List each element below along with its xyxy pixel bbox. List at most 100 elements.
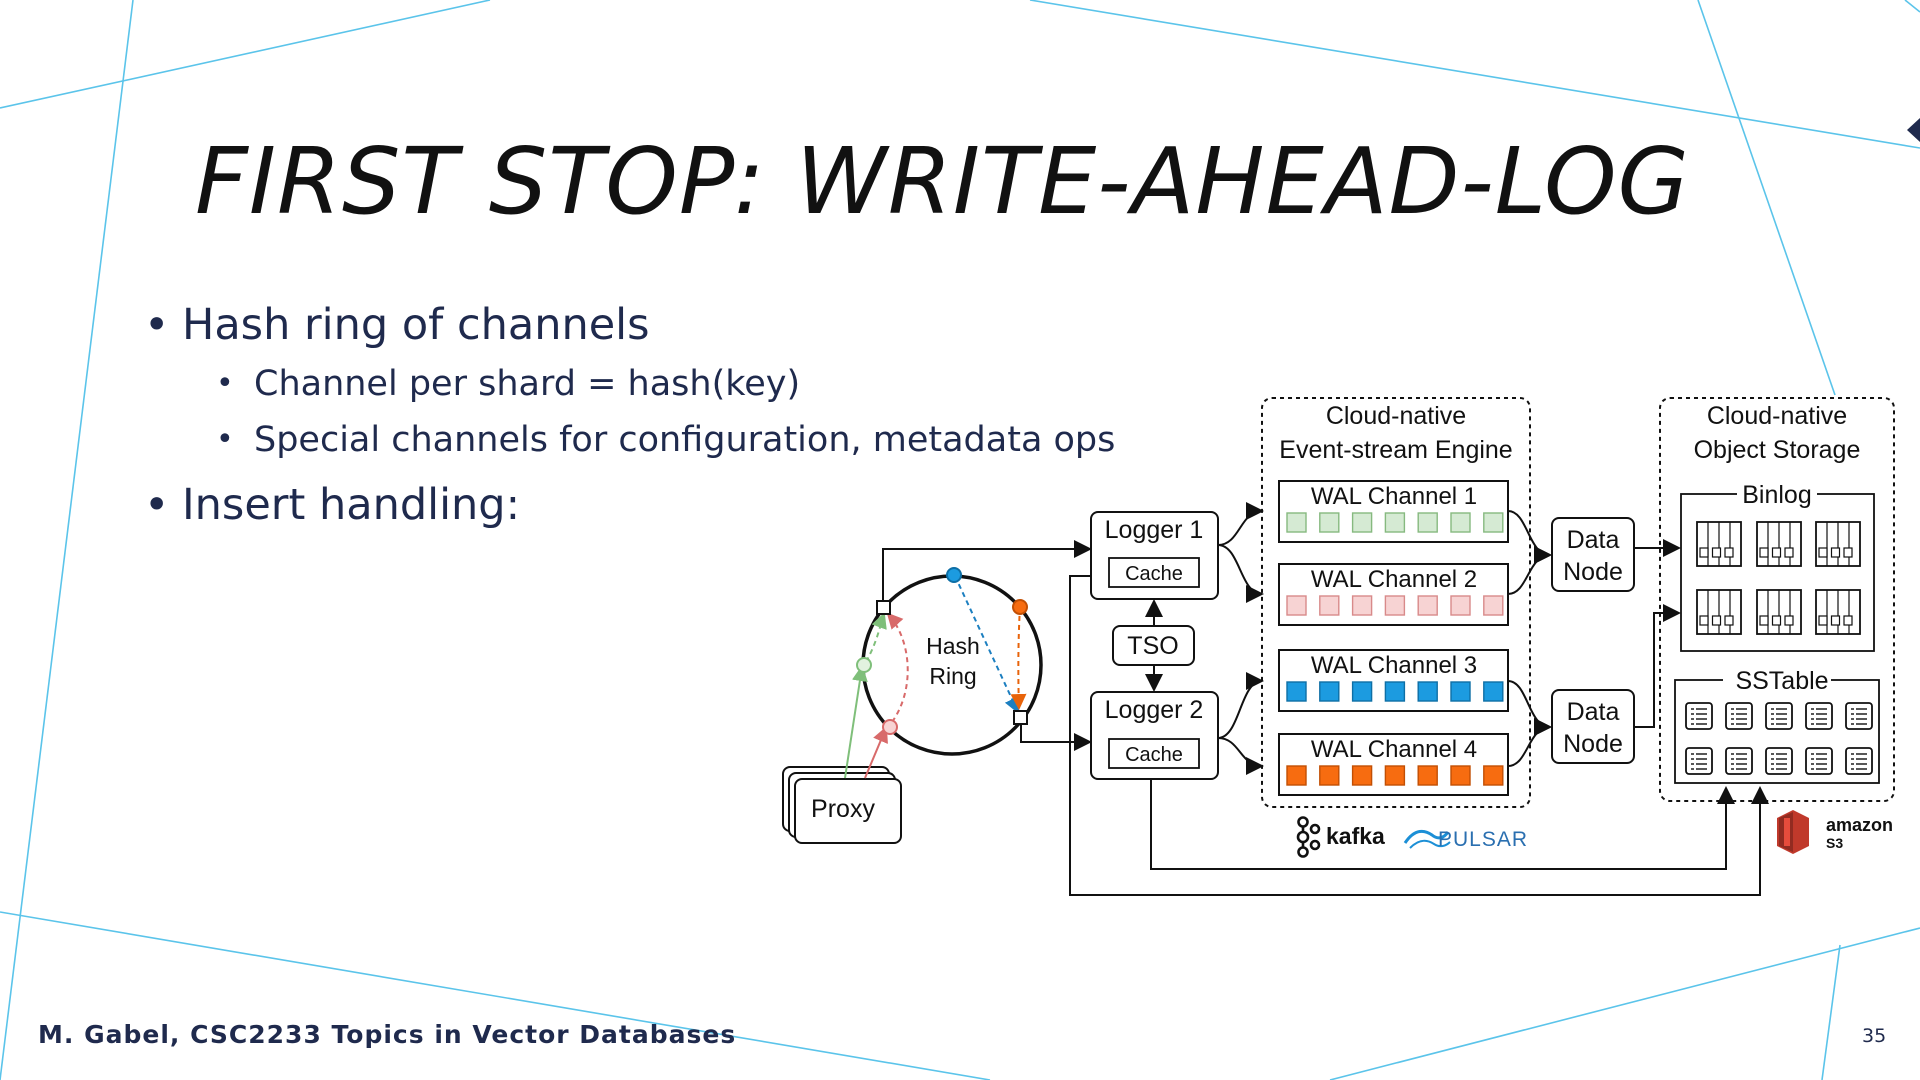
wal-entry (1450, 681, 1471, 702)
proxy-label: Proxy (811, 795, 875, 823)
binlog-file-icon (1696, 589, 1742, 635)
data-node-label: Node (1563, 558, 1623, 586)
sstable-label: SSTable (1735, 667, 1828, 695)
hash-ring-label: Hash (926, 633, 980, 659)
wal-entry (1417, 765, 1438, 786)
wal-entry (1384, 681, 1406, 702)
sstable-file-icon (1765, 747, 1793, 775)
wal-entry (1483, 595, 1504, 616)
wal-entry (1483, 512, 1504, 533)
footer-text: M. Gabel, CSC2233 Topics in Vector Datab… (38, 1020, 737, 1049)
logger-label: Logger 2 (1105, 696, 1204, 724)
pulsar-logo: PULSAR (1403, 828, 1528, 851)
ring-point (946, 567, 962, 583)
wal-entry (1384, 765, 1406, 786)
logger-1: Logger 1 Cache (1090, 511, 1219, 600)
sstable-file-icon (1765, 702, 1793, 730)
data-node-label: Node (1563, 730, 1623, 758)
wal-channels: WAL Channel 1 WAL Channel 2 WAL Channel 3 W… (1278, 480, 1509, 796)
object-storage-title: Object Storage (1694, 436, 1861, 464)
wal-entry (1319, 765, 1340, 786)
wal-entry (1483, 765, 1504, 786)
wal-entry (1286, 765, 1307, 786)
hash-ring-label: Ring (929, 663, 976, 689)
binlog-file-icon (1756, 521, 1802, 567)
cache-label: Cache (1125, 563, 1183, 585)
data-node-label: Data (1567, 526, 1620, 554)
event-stream-engine: Cloud-native Event-stream Engine (1261, 397, 1531, 808)
object-storage: Cloud-native Object Storage Binlog SSTab… (1659, 397, 1895, 802)
sstable-file-icon (1725, 702, 1753, 730)
bullet-item: Insert handling: (140, 480, 1115, 530)
proxy-node: Proxy (782, 766, 902, 844)
object-storage-title: Cloud-native (1707, 402, 1847, 430)
tso-node: TSO (1112, 599, 1195, 692)
wal-entry (1384, 595, 1406, 616)
hash-ring: Hash Ring (844, 567, 1043, 779)
sstable-file-icon (1685, 747, 1713, 775)
wal-channel-1: WAL Channel 1 (1278, 480, 1509, 543)
binlog-label: Binlog (1742, 481, 1812, 509)
event-stream-title: Cloud-native (1326, 402, 1466, 430)
cache-label: Cache (1125, 744, 1183, 766)
sstable-file-icon (1845, 702, 1873, 730)
sstable-file-icon (1845, 747, 1873, 775)
wal-channel-label: WAL Channel 2 (1311, 566, 1477, 593)
data-node-1: Data Node (1551, 517, 1635, 592)
slide-title: FIRST STOP: WRITE-AHEAD-LOG (195, 128, 1690, 235)
wal-entry (1319, 512, 1340, 533)
wal-entry (1417, 512, 1438, 533)
kafka-logo: kafka (1296, 816, 1385, 858)
amazon-s3-logo: amazon S3 (1777, 810, 1893, 854)
wal-entry (1286, 595, 1307, 616)
sstable-file-icon (1805, 702, 1833, 730)
sub-bullet-item: Channel per shard = hash(key) (212, 364, 1115, 404)
wal-entry (1483, 681, 1504, 702)
wal-channel-label: WAL Channel 1 (1311, 483, 1477, 510)
bullet-item: Hash ring of channels (140, 300, 1115, 350)
wal-entry (1417, 595, 1438, 616)
sstable-file-icon (1685, 702, 1713, 730)
wal-entry (1319, 681, 1340, 702)
binlog-file-icon (1815, 521, 1861, 567)
binlog-file-icon (1696, 521, 1742, 567)
data-node-label: Data (1567, 698, 1620, 726)
wal-entry (1286, 512, 1307, 533)
wal-channel-label: WAL Channel 3 (1311, 652, 1477, 679)
wal-entry (1319, 595, 1340, 616)
logger-2: Logger 2 Cache (1090, 691, 1219, 780)
wal-channel-4: WAL Channel 4 (1278, 733, 1509, 796)
bullet-list: Hash ring of channels Channel per shard … (140, 300, 1115, 544)
event-stream-title: Event-stream Engine (1279, 436, 1512, 464)
ring-point (856, 657, 872, 673)
wal-channel-label: WAL Channel 4 (1311, 736, 1477, 763)
wal-entry (1384, 512, 1406, 533)
ring-anchor (1013, 710, 1028, 725)
s3-label: S3 (1826, 835, 1843, 851)
page-number: 35 (1862, 1025, 1887, 1047)
logger-label: Logger 1 (1105, 516, 1204, 544)
wal-channel-3: WAL Channel 3 (1278, 649, 1509, 712)
amazon-label: amazon (1826, 815, 1893, 835)
wal-channel-2: WAL Channel 2 (1278, 563, 1509, 626)
ring-anchor (876, 600, 891, 615)
wal-entry (1450, 765, 1471, 786)
wal-entry (1286, 681, 1307, 702)
pulsar-label: PULSAR (1438, 828, 1528, 851)
wal-entry (1351, 595, 1373, 616)
sub-bullet-item: Special channels for configuration, meta… (212, 420, 1115, 460)
kafka-label: kafka (1326, 823, 1385, 849)
wal-entry (1351, 512, 1373, 533)
ring-point (1012, 599, 1028, 615)
data-node-2: Data Node (1551, 689, 1635, 764)
tso-label: TSO (1127, 632, 1178, 660)
sstable-file-icon (1805, 747, 1833, 775)
wal-entry (1351, 681, 1373, 702)
wal-entry (1450, 512, 1471, 533)
wal-entry (1351, 765, 1373, 786)
wal-entry (1417, 681, 1438, 702)
ring-point (882, 719, 898, 735)
wal-entry (1450, 595, 1471, 616)
